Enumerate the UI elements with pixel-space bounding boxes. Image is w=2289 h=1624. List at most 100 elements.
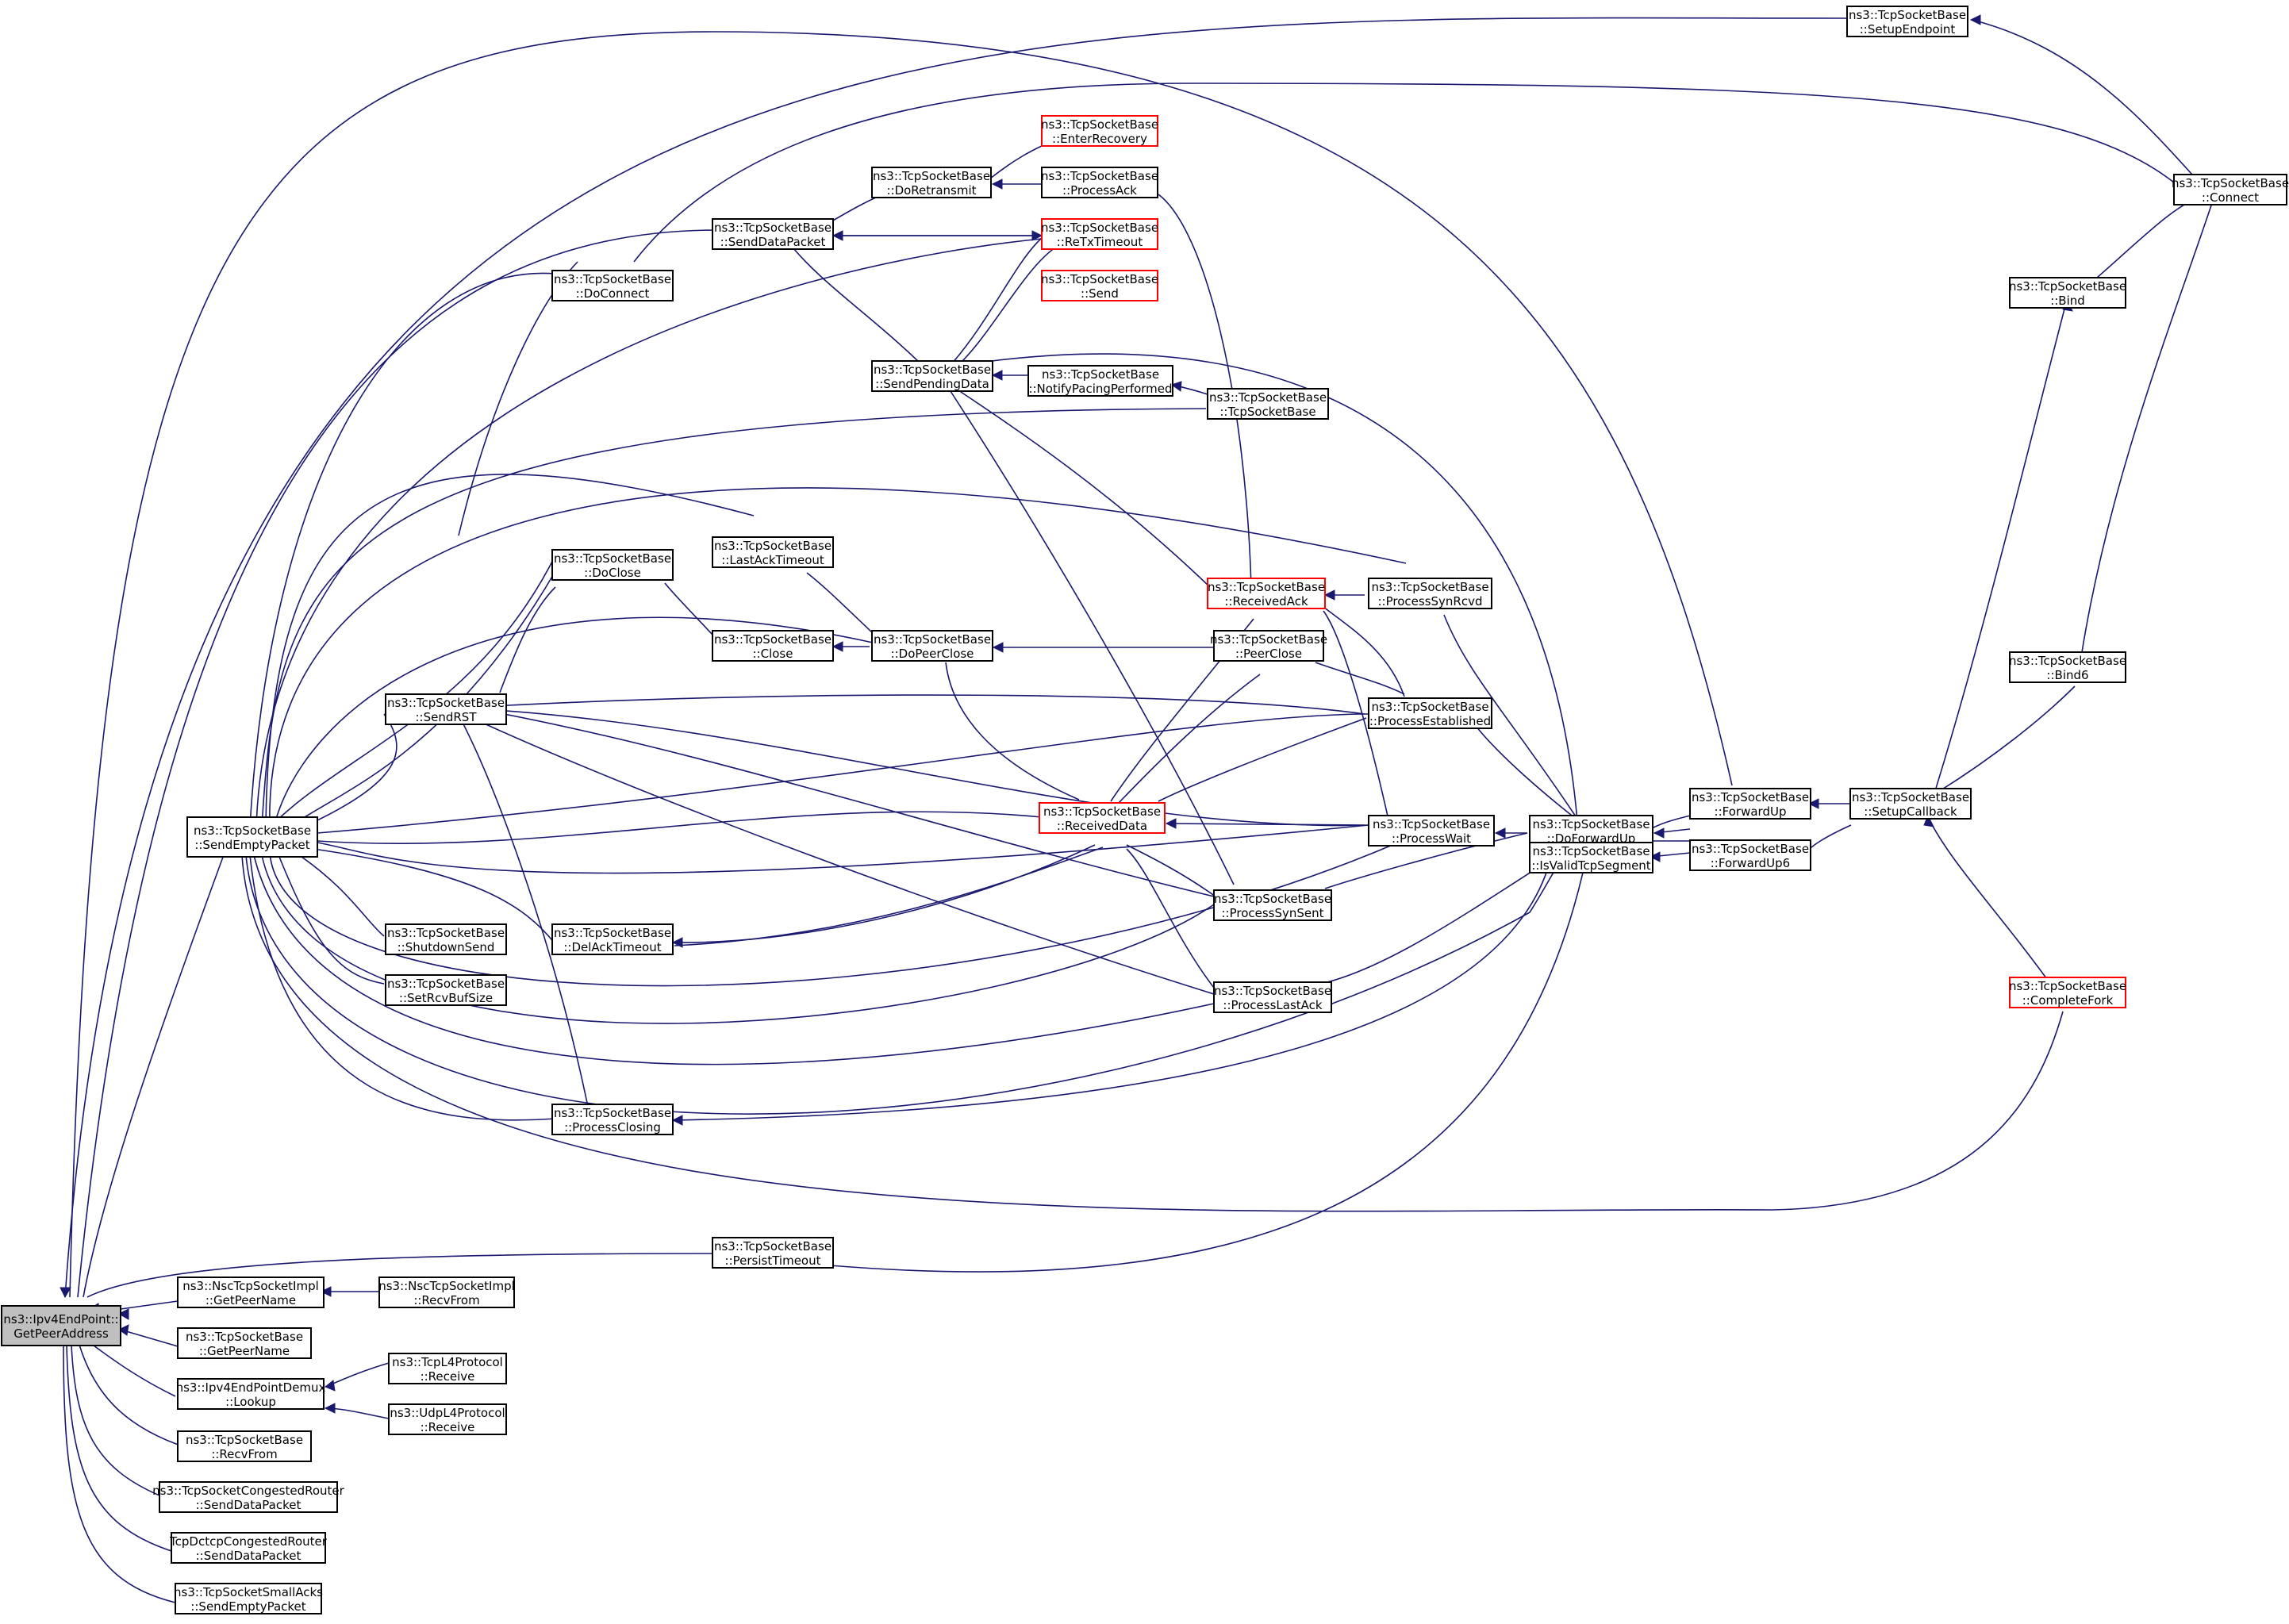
edge: [269, 844, 1393, 987]
node-label-line1: ns3::TcpSocketBase: [1041, 169, 1158, 183]
node-label-line2: ::Close: [753, 647, 793, 661]
node-process-ack[interactable]: ns3::TcpSocketBase::ProcessAck: [1041, 167, 1158, 198]
node-is-valid-tcp-segment[interactable]: ns3::TcpSocketBase::IsValidTcpSegment: [1529, 842, 1653, 873]
node-cong-send-data[interactable]: ns3::TcpSocketCongestedRouter::SendDataP…: [152, 1481, 345, 1513]
node-del-ack-timeout[interactable]: ns3::TcpSocketBase::DelAckTimeout: [551, 923, 674, 955]
node-label-line1: ns3::TcpSocketCongestedRouter: [152, 1484, 344, 1498]
edge: [458, 261, 578, 536]
node-lookup[interactable]: ns3::Ipv4EndPointDemux::Lookup: [176, 1378, 326, 1410]
node-process-wait[interactable]: ns3::TcpSocketBase::ProcessWait: [1368, 815, 1495, 847]
arrowhead: [831, 641, 843, 652]
node-box: [378, 1277, 515, 1308]
node-received-ack[interactable]: ns3::TcpSocketBase::ReceivedAck: [1207, 578, 1326, 609]
node-do-forward-up[interactable]: ns3::TcpSocketBase::DoForwardUp: [1529, 815, 1653, 847]
node-send-pending-data[interactable]: ns3::TcpSocketBase::SendPendingData: [871, 360, 993, 392]
node-label-line1: ns3::TcpSocketBase: [1214, 984, 1331, 998]
node-tcp-socket-base[interactable]: ns3::TcpSocketBase::TcpSocketBase: [1207, 388, 1329, 420]
node-send[interactable]: ns3::TcpSocketBase::Send: [1041, 270, 1158, 301]
edge: [317, 811, 1043, 844]
node-send-empty-packet[interactable]: ns3::TcpSocketBase::SendEmptyPacket: [186, 816, 318, 858]
node-label-line2: ::SendDataPacket: [196, 1498, 301, 1512]
arrowhead: [1031, 230, 1043, 241]
edge: [273, 616, 874, 828]
node-tcp-l4receive[interactable]: ns3::TcpL4Protocol::Receive: [388, 1353, 507, 1384]
edge: [2096, 198, 2199, 278]
node-process-syn-rcvd[interactable]: ns3::TcpSocketBase::ProcessSynRcvd: [1368, 578, 1492, 609]
node-forward-up6[interactable]: ns3::TcpSocketBase::ForwardUp6: [1689, 839, 1811, 871]
node-label-line1: ns3::TcpSocketBase: [714, 221, 831, 235]
node-label-line2: ::SendDataPacket: [720, 235, 826, 249]
node-setup-callback[interactable]: ns3::TcpSocketBase::SetupCallback: [1849, 788, 1972, 820]
node-label-line2: ::SetupEndpoint: [1860, 22, 1956, 36]
node-box: [551, 270, 674, 301]
node-process-closing[interactable]: ns3::TcpSocketBase::ProcessClosing: [551, 1104, 674, 1135]
node-re-tx-timeout[interactable]: ns3::TcpSocketBase::ReTxTimeout: [1041, 218, 1158, 250]
node-label-line2: ::ReTxTimeout: [1057, 235, 1143, 249]
node-root[interactable]: ns3::Ipv4EndPoint::GetPeerAddress: [1, 1305, 121, 1346]
node-box: [1027, 365, 1173, 397]
node-nsc-get-peer-name[interactable]: ns3::NscTcpSocketImpl::GetPeerName: [177, 1277, 325, 1308]
node-box: [1368, 815, 1495, 847]
node-box: [712, 1237, 834, 1269]
node-label-line2: ::SetRcvBufSize: [399, 991, 493, 1005]
node-dctcp-send-data[interactable]: TcpDctcpCongestedRouter::SendDataPacket: [169, 1532, 328, 1564]
edge: [1938, 685, 2076, 793]
node-label-line1: ns3::Ipv4EndPointDemux: [176, 1380, 326, 1395]
node-shutdown-send[interactable]: ns3::TcpSocketBase::ShutdownSend: [385, 923, 507, 955]
node-bind6[interactable]: ns3::TcpSocketBase::Bind6: [2009, 651, 2126, 683]
node-set-rcv-buf-size[interactable]: ns3::TcpSocketBase::SetRcvBufSize: [385, 974, 507, 1006]
node-label-line1: ns3::TcpSocketBase: [554, 1106, 671, 1120]
edge: [293, 850, 385, 937]
arrowhead: [1323, 589, 1335, 601]
edge: [277, 852, 385, 985]
node-get-peer-name[interactable]: ns3::TcpSocketBase::GetPeerName: [177, 1327, 312, 1359]
arrowhead: [1170, 381, 1182, 392]
edge: [69, 31, 1733, 1298]
node-do-connect[interactable]: ns3::TcpSocketBase::DoConnect: [551, 270, 674, 301]
edge: [64, 17, 1848, 1298]
arrowhead: [1923, 814, 1934, 827]
node-small-acks-send-empty[interactable]: ns3::TcpSocketSmallAcks::SendEmptyPacket: [174, 1583, 323, 1614]
node-label-line2: ::SendDataPacket: [196, 1549, 301, 1563]
edge: [633, 83, 2175, 263]
node-close[interactable]: ns3::TcpSocketBase::Close: [712, 630, 834, 662]
node-label-line2: ::ReceivedAck: [1224, 594, 1308, 609]
node-do-retransmit[interactable]: ns3::TcpSocketBase::DoRetransmit: [871, 167, 992, 198]
node-last-ack-timeout[interactable]: ns3::TcpSocketBase::LastAckTimeout: [712, 536, 834, 568]
node-process-last-ack[interactable]: ns3::TcpSocketBase::ProcessLastAck: [1213, 981, 1332, 1013]
edge: [493, 694, 1365, 715]
node-notify-pacing[interactable]: ns3::TcpSocketBase::NotifyPacingPerforme…: [1027, 365, 1173, 397]
node-do-close[interactable]: ns3::TcpSocketBase::DoClose: [551, 549, 674, 581]
node-setup-endpoint[interactable]: ns3::TcpSocketBase::SetupEndpoint: [1846, 6, 1968, 37]
node-label-line1: ns3::TcpSocketBase: [2009, 979, 2126, 993]
node-do-peer-close[interactable]: ns3::TcpSocketBase::DoPeerClose: [871, 630, 993, 662]
edge: [79, 1344, 188, 1449]
node-connect[interactable]: ns3::TcpSocketBase::Connect: [2172, 174, 2289, 205]
node-nsc-recv-from[interactable]: ns3::NscTcpSocketImpl::RecvFrom: [378, 1277, 515, 1308]
arrowhead: [1649, 851, 1661, 862]
node-box: [2173, 174, 2287, 205]
node-label-line2: ::ProcessSynSent: [1221, 906, 1323, 920]
node-persist-timeout[interactable]: ns3::TcpSocketBase::PersistTimeout: [712, 1237, 834, 1269]
node-received-data[interactable]: ns3::TcpSocketBase::ReceivedData: [1039, 802, 1166, 834]
node-bind[interactable]: ns3::TcpSocketBase::Bind: [2009, 277, 2126, 309]
node-process-syn-sent[interactable]: ns3::TcpSocketBase::ProcessSynSent: [1213, 889, 1332, 921]
node-box: [1, 1305, 121, 1346]
node-box: [1041, 115, 1158, 147]
node-process-established[interactable]: ns3::TcpSocketBase::ProcessEstablished: [1368, 697, 1492, 729]
node-box: [177, 1378, 325, 1410]
node-complete-fork[interactable]: ns3::TcpSocketBase::CompleteFork: [2009, 977, 2126, 1008]
node-forward-up[interactable]: ns3::TcpSocketBase::ForwardUp: [1689, 788, 1811, 820]
node-recv-from[interactable]: ns3::TcpSocketBase::RecvFrom: [177, 1430, 312, 1462]
node-udp-l4receive[interactable]: ns3::UdpL4Protocol::Receive: [388, 1403, 507, 1435]
node-box: [2009, 277, 2126, 309]
arrowhead: [1165, 818, 1177, 829]
node-label-line1: ns3::TcpSocketBase: [1852, 790, 1969, 804]
node-enter-recovery[interactable]: ns3::TcpSocketBase::EnterRecovery: [1041, 115, 1158, 147]
edge: [317, 824, 1369, 874]
node-send-data-packet[interactable]: ns3::TcpSocketBase::SendDataPacket: [712, 218, 834, 250]
node-label-line2: ::TcpSocketBase: [1219, 405, 1315, 419]
node-peer-close[interactable]: ns3::TcpSocketBase::PeerClose: [1210, 630, 1327, 662]
edge: [806, 572, 874, 634]
node-send-rst[interactable]: ns3::TcpSocketBase::SendRST: [385, 693, 507, 725]
